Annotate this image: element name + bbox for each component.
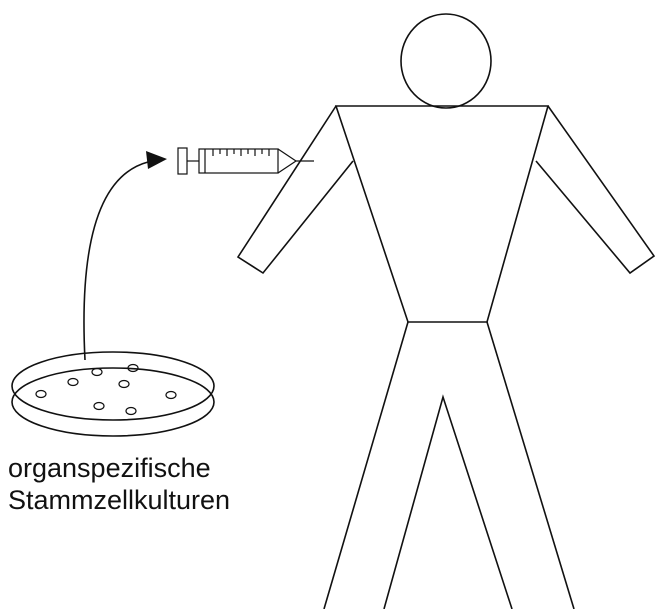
- petri-dish-caption: organspezifische Stammzellkulturen: [8, 452, 230, 516]
- figure-crotch: [384, 397, 512, 609]
- petri-dish-icon: [12, 352, 214, 436]
- transfer-arrow: [84, 151, 167, 360]
- caption-line-1: organspezifische: [8, 452, 230, 484]
- syringe-scale-marks: [213, 149, 269, 156]
- cell-colonies: [36, 365, 176, 415]
- figure-left-arm: [238, 106, 353, 273]
- human-figure: [238, 14, 654, 609]
- figure-right-arm: [536, 106, 654, 273]
- figure-head: [401, 14, 491, 108]
- caption-line-2: Stammzellkulturen: [8, 484, 230, 516]
- figure-torso: [336, 106, 548, 322]
- figure-right-leg: [487, 322, 574, 609]
